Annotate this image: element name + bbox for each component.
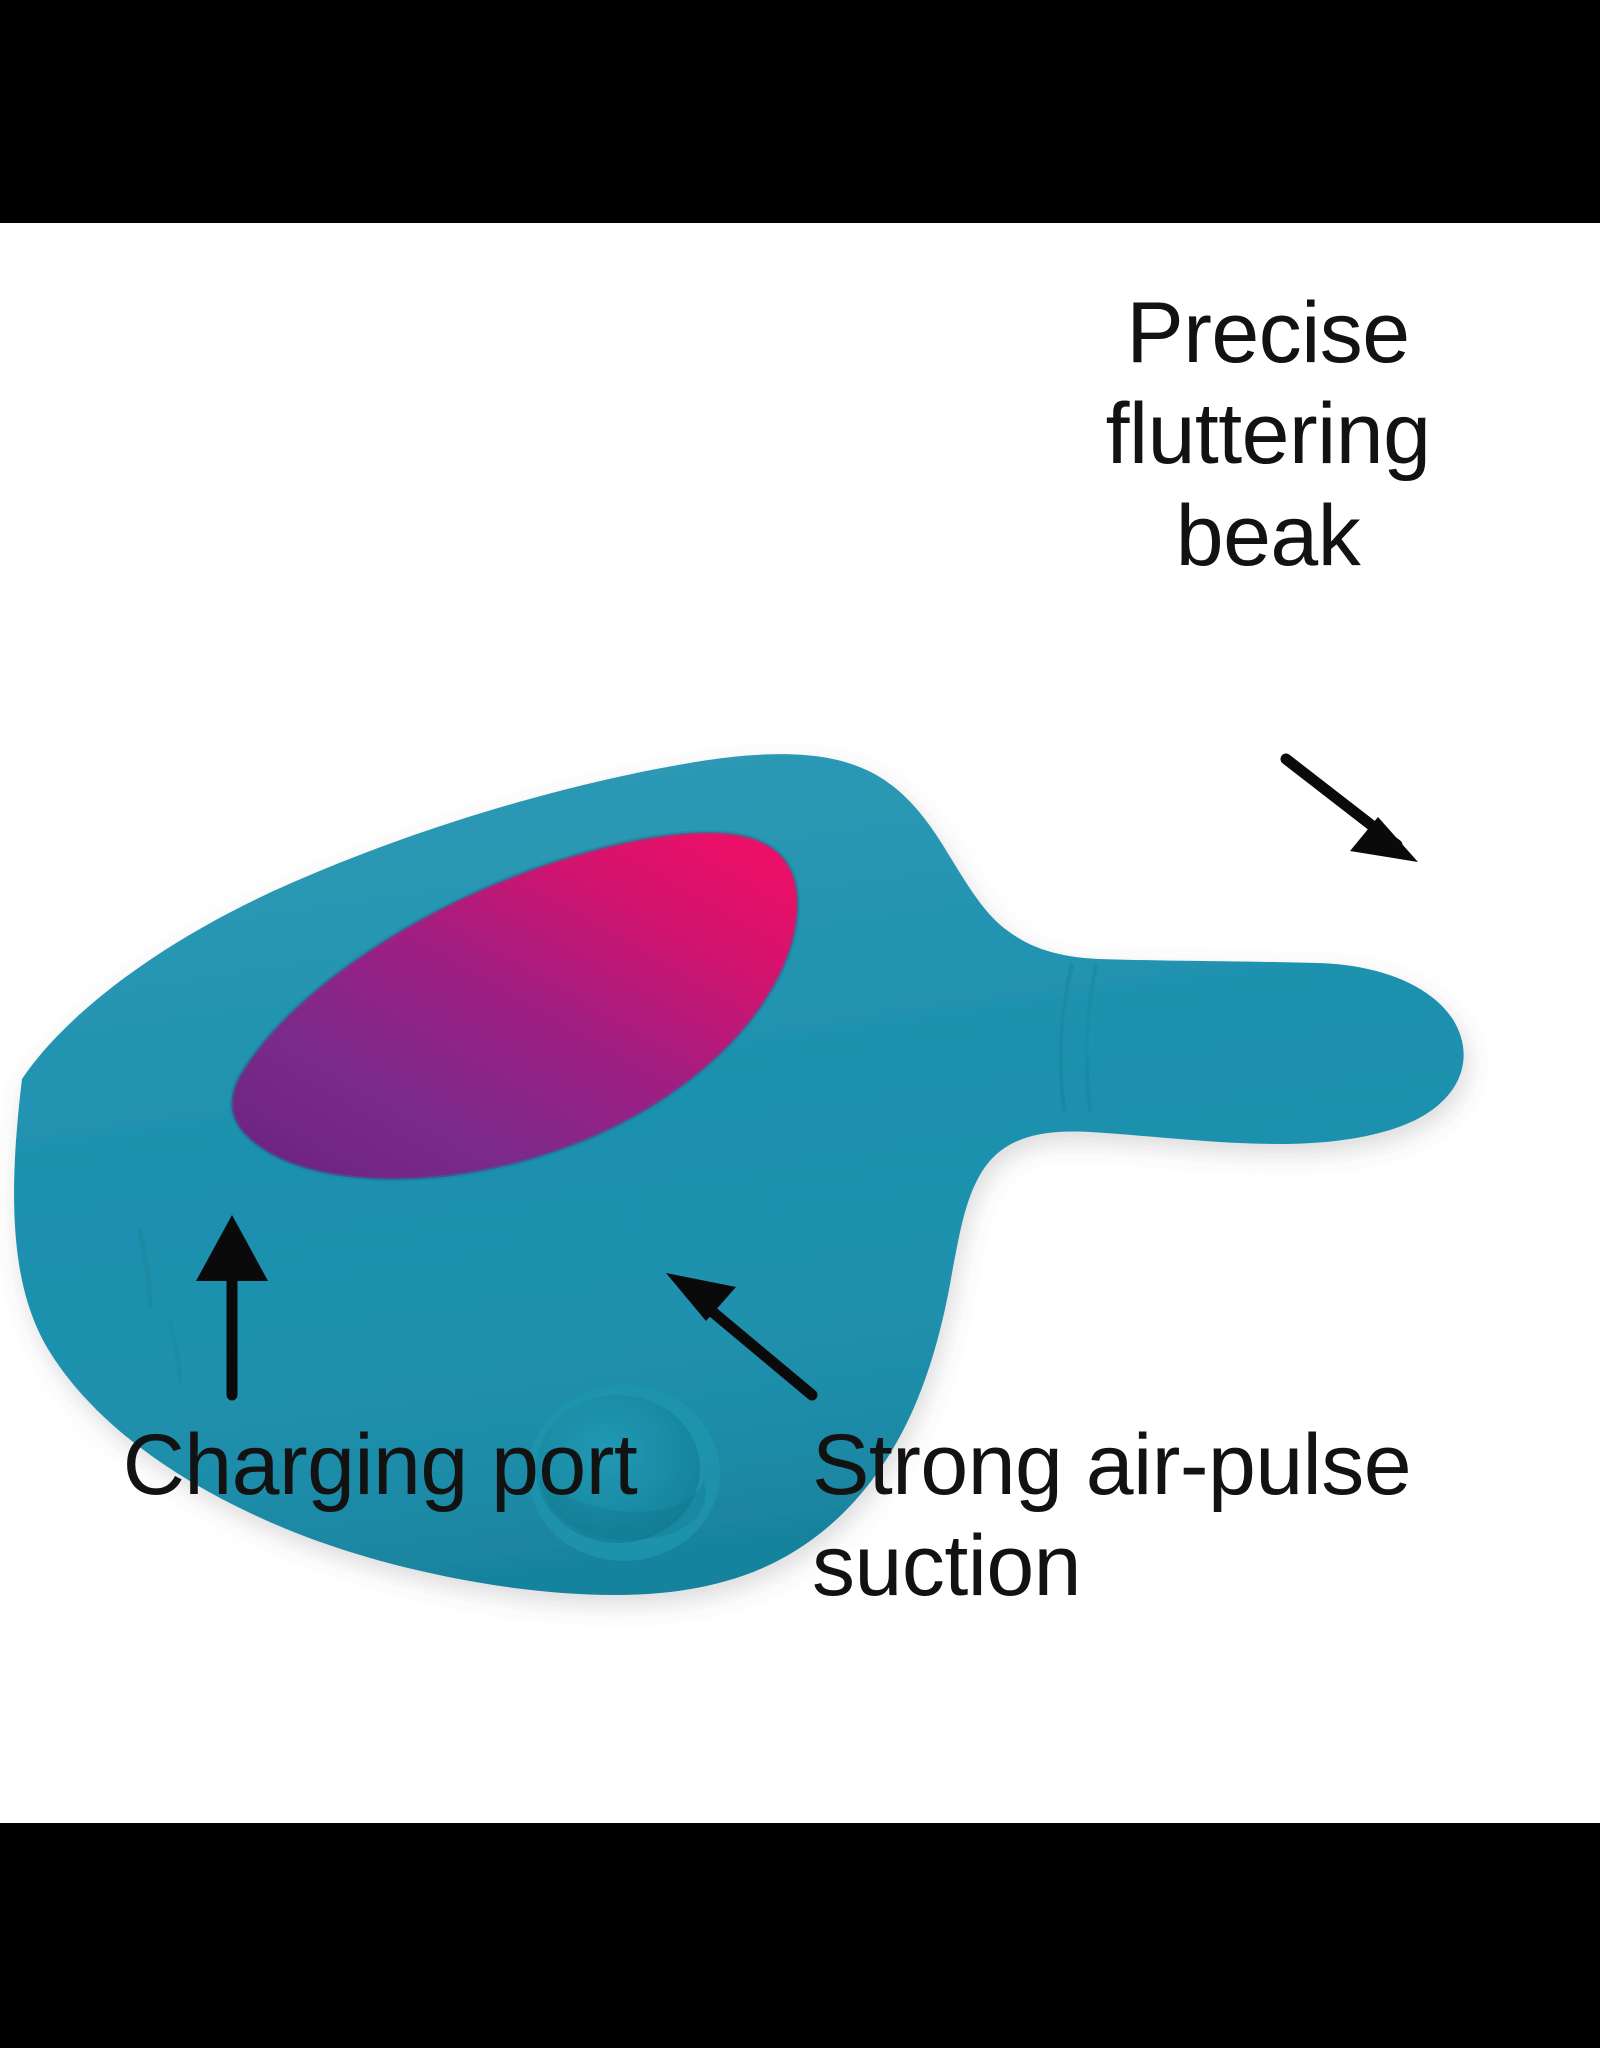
letterbox-top (0, 0, 1600, 223)
suction-hole (536, 1395, 700, 1543)
seam-line-1 (1058, 963, 1074, 1111)
seam-line-2 (1084, 963, 1098, 1113)
callout-label-charging-port: Charging port (122, 1417, 638, 1513)
arrow-up-icon (196, 1215, 268, 1401)
accent-inset-rim (229, 830, 801, 1182)
accent-inset (231, 832, 799, 1180)
edge-mark-2 (167, 1318, 183, 1384)
edge-mark-1 (137, 1228, 153, 1308)
arrow-up-left-icon (666, 1273, 818, 1401)
letterbox-bottom (0, 1823, 1600, 2048)
product-illustration (14, 753, 1464, 1596)
suction-hole-group (528, 1385, 720, 1561)
callout-label-beak: Precise fluttering beak (1105, 285, 1431, 584)
accent-inset-group (229, 830, 801, 1182)
product-diagram-canvas: Precise fluttering beak Charging port St… (0, 223, 1600, 1823)
arrow-down-right-icon (1280, 753, 1418, 862)
suction-hole-shadow (540, 1481, 706, 1540)
callout-label-air-pulse-suction: Strong air-pulse suction (812, 1417, 1412, 1615)
